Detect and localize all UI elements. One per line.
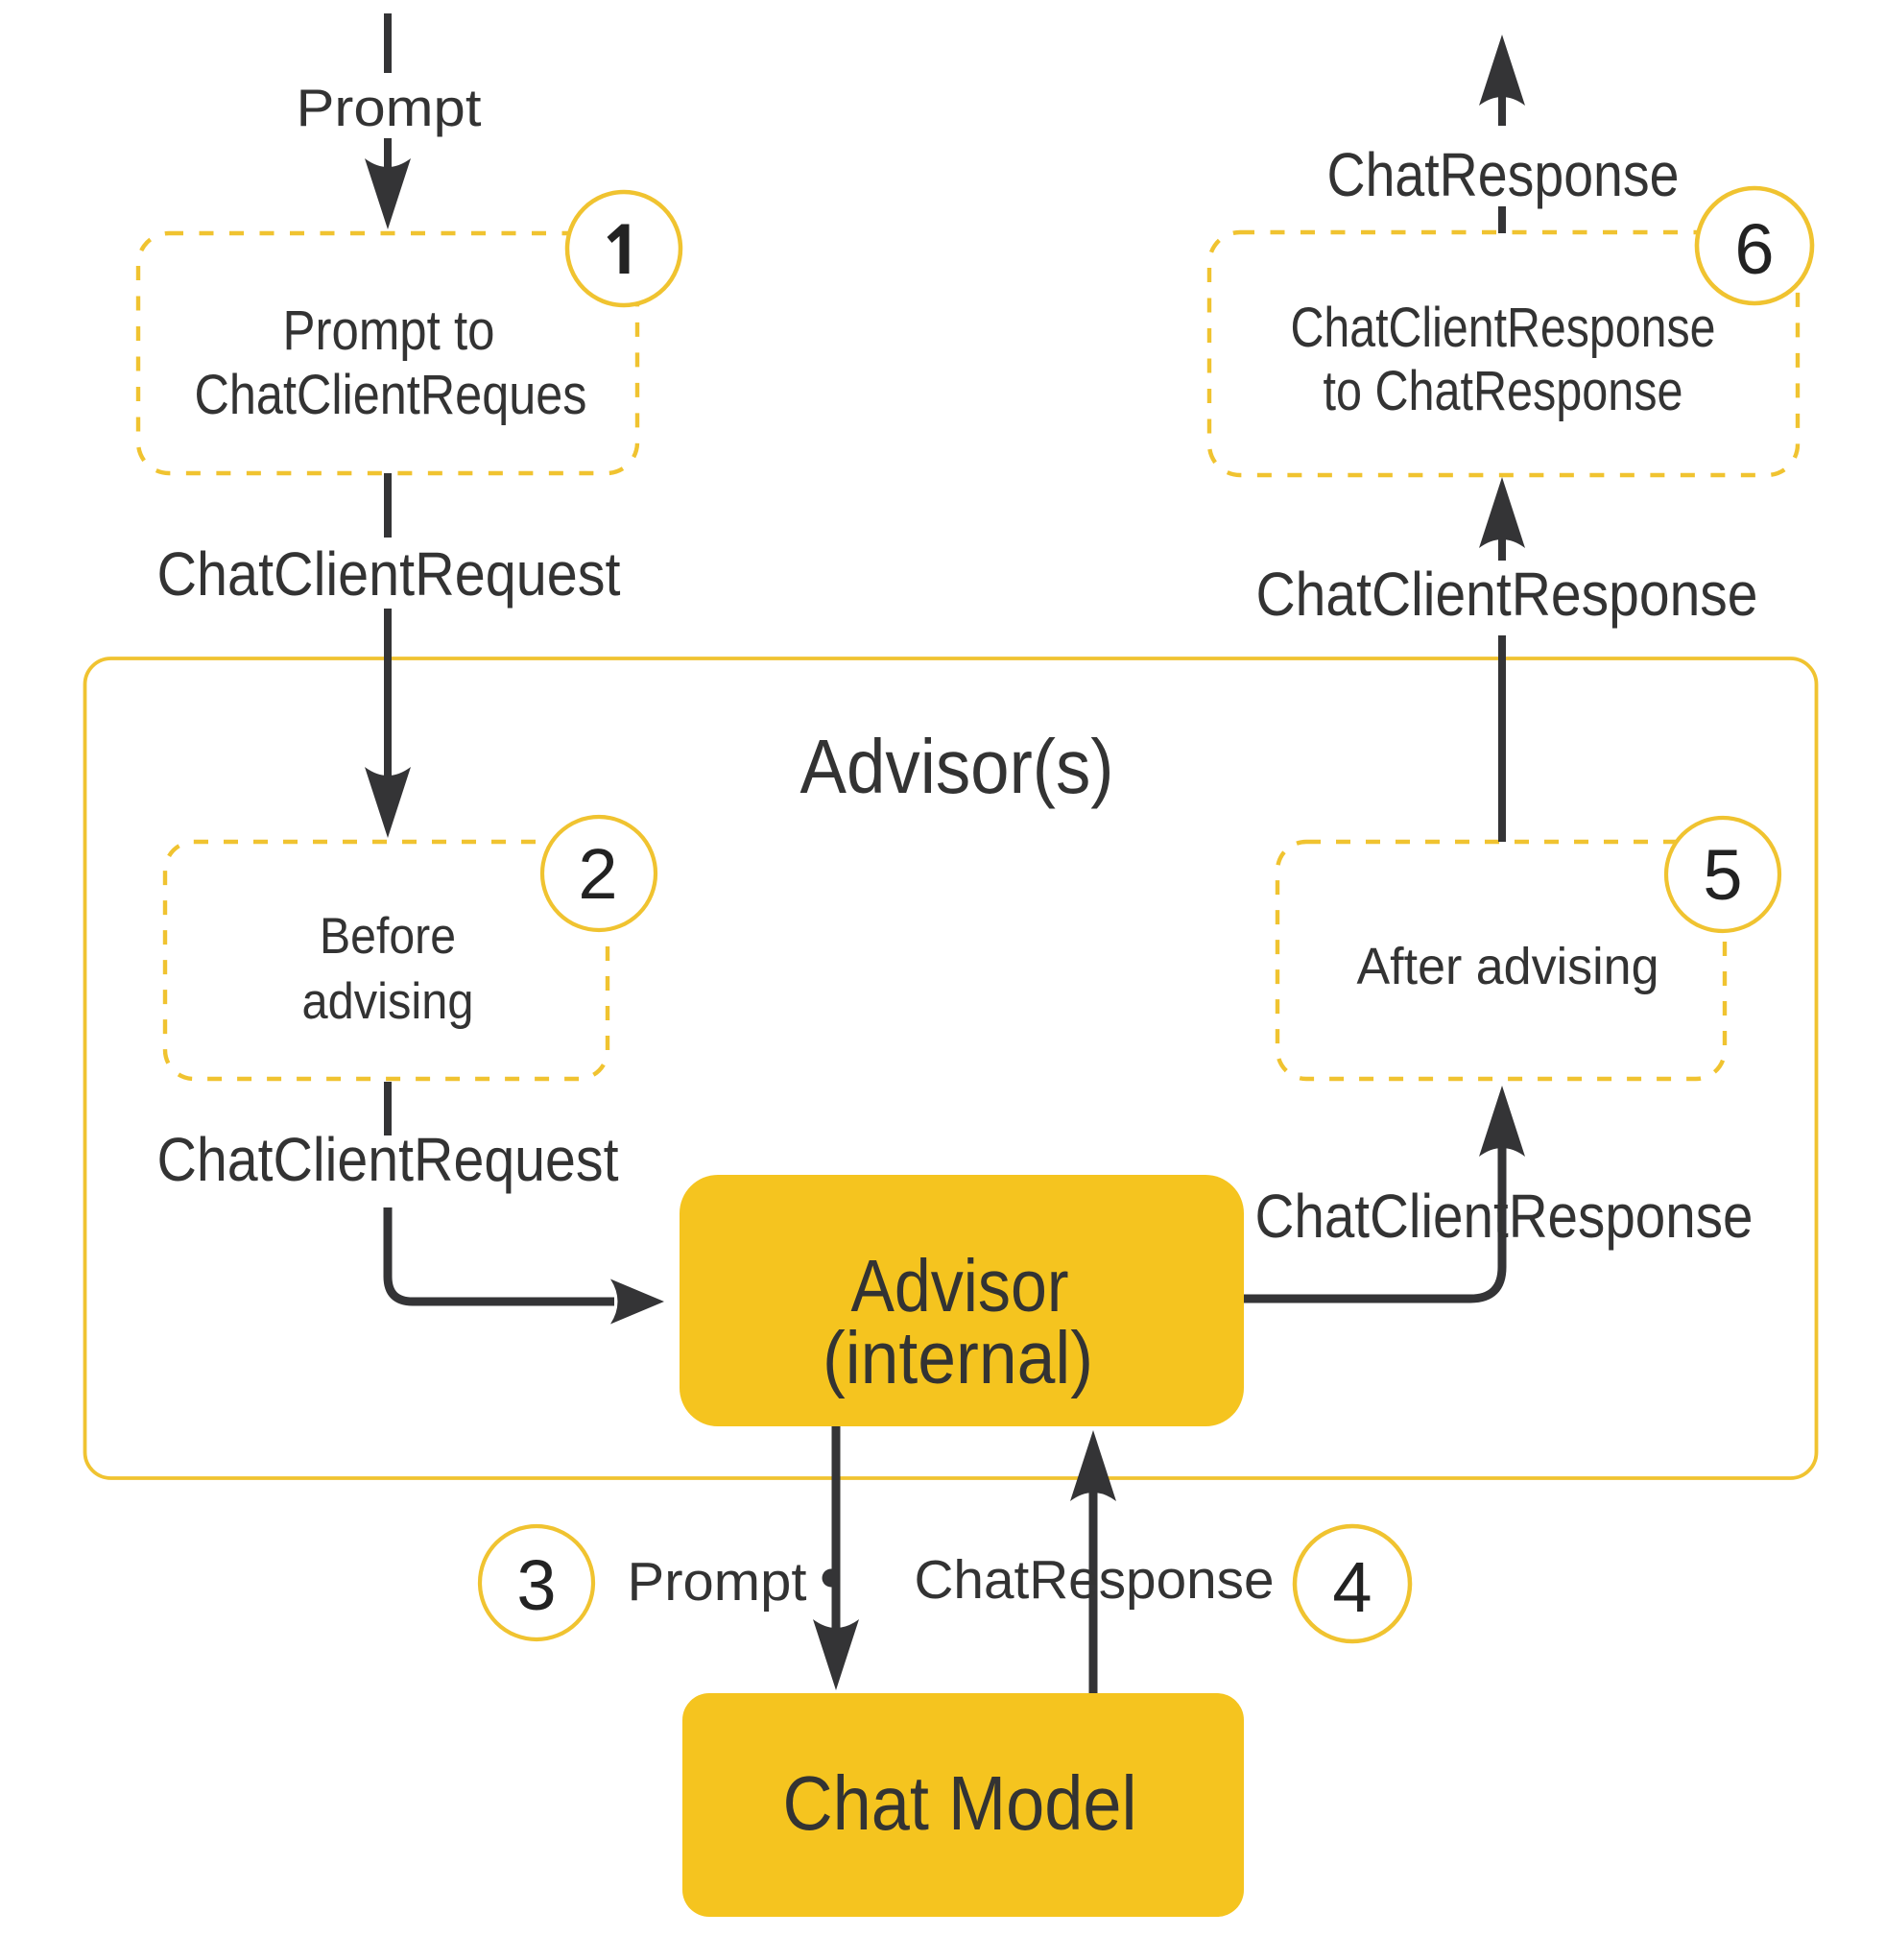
svg-text:5: 5 [1703, 835, 1742, 915]
svg-text:ChatClientResponse: ChatClientResponse [1256, 560, 1758, 629]
svg-text:6: 6 [1734, 209, 1774, 289]
svg-text:Advisor(s): Advisor(s) [800, 724, 1114, 809]
svg-text:Prompt: Prompt [628, 1551, 807, 1613]
svg-text:ChatResponse: ChatResponse [1327, 140, 1680, 209]
svg-text:4: 4 [1332, 1547, 1372, 1627]
svg-text:3: 3 [516, 1545, 556, 1625]
svg-text:Before: Before [320, 908, 456, 965]
svg-text:Chat Model: Chat Model [783, 1760, 1137, 1846]
svg-text:Prompt to: Prompt to [283, 299, 495, 362]
svg-text:ChatClientRequest: ChatClientRequest [157, 539, 621, 609]
svg-text:Prompt: Prompt [297, 78, 482, 137]
svg-text:ChatResponse: ChatResponse [915, 1549, 1275, 1611]
svg-text:Advisor: Advisor [851, 1245, 1069, 1327]
svg-text:After advising: After advising [1357, 938, 1659, 995]
svg-text:ChatClientReques: ChatClientReques [195, 364, 587, 426]
svg-text:to ChatResponse: to ChatResponse [1324, 360, 1683, 422]
svg-text:ChatClientResponse: ChatClientResponse [1291, 297, 1716, 359]
svg-text:advising: advising [302, 973, 474, 1030]
svg-text:ChatClientRequest: ChatClientRequest [157, 1125, 619, 1194]
svg-text:ChatClientResponse: ChatClientResponse [1255, 1182, 1754, 1251]
svg-text:(internal): (internal) [823, 1317, 1093, 1399]
svg-text:2: 2 [578, 834, 617, 914]
